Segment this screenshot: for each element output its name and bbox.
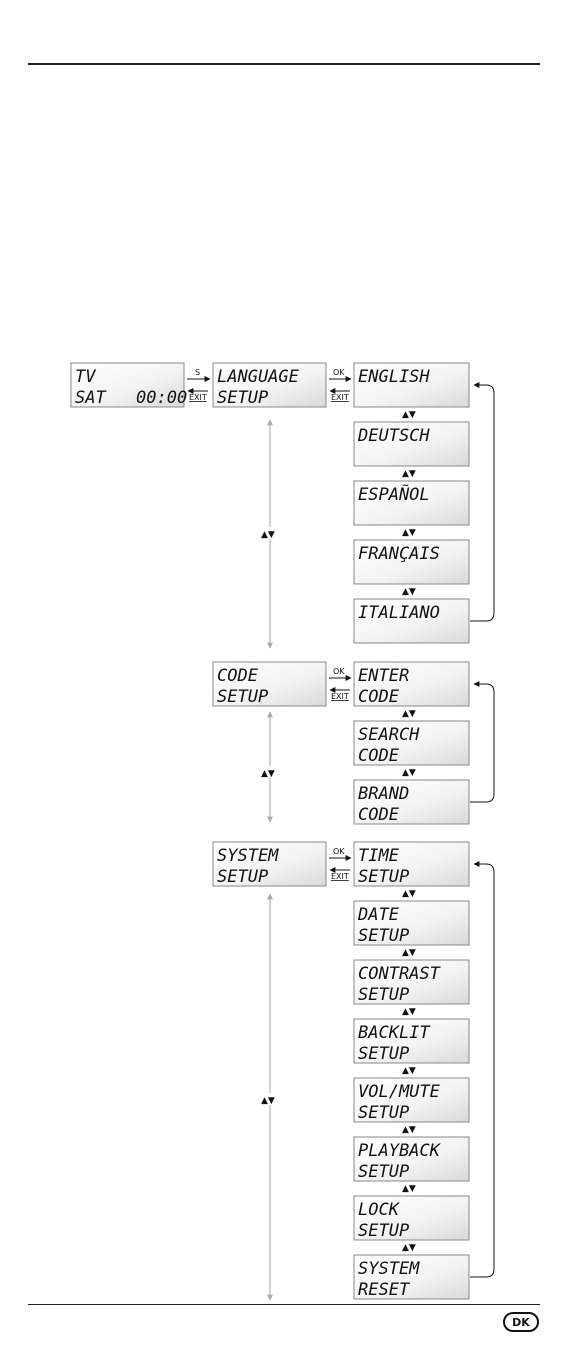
- submenu-language-item-line1: DEUTSCH: [357, 426, 430, 446]
- exit-label: EXIT: [189, 393, 207, 402]
- submenu-language-item-line1: FRANÇAIS: [358, 544, 440, 564]
- exit-label: EXIT: [331, 872, 349, 881]
- menu-code-lcd-line1: CODE: [217, 666, 259, 686]
- exit-label: EXIT: [331, 692, 349, 701]
- menus-layer: LANGUAGESETUPOKEXITENGLISH▲▼DEUTSCH▲▼ESP…: [212, 362, 495, 1300]
- s-label: S: [195, 368, 200, 377]
- submenu-system-item-line2: SETUP: [358, 1162, 409, 1182]
- updown-label: ▲▼: [402, 528, 416, 538]
- updown-label: ▲▼: [402, 1184, 416, 1194]
- start-line2b: 00:00: [136, 388, 187, 408]
- submenu-language-item-line1: ESPAÑOL: [358, 483, 430, 505]
- loop-back-arrow: [470, 861, 495, 1278]
- updown-label: ▲▼: [402, 1243, 416, 1253]
- submenu-system-item-line2: SETUP: [358, 926, 409, 946]
- submenu-system-item-line1: CONTRAST: [358, 964, 442, 984]
- submenu-code-item-line2: CODE: [358, 687, 400, 707]
- submenu-system-item-line2: SETUP: [358, 1221, 409, 1241]
- updown-label: ▲▼: [402, 469, 416, 479]
- submenu-system-item-line1: BACKLIT: [358, 1023, 431, 1043]
- menu-code-lcd-line2: SETUP: [217, 687, 268, 707]
- ok-label: OK: [333, 667, 345, 676]
- submenu-language-item-line1: ENGLISH: [358, 367, 430, 387]
- submenu-system-item-line1: VOL/MUTE: [358, 1082, 441, 1102]
- start-language-arrows: S EXIT: [187, 368, 211, 402]
- menu-code: CODESETUPOKEXITENTERCODE▲▼SEARCHCODE▲▼BR…: [212, 661, 495, 825]
- submenu-system-item-line2: RESET: [358, 1280, 411, 1300]
- menu-language-lcd-line2: SETUP: [217, 388, 268, 408]
- top-rule: [28, 63, 540, 65]
- submenu-code-item-line1: ENTER: [358, 666, 409, 686]
- updown-label: ▲▼: [402, 709, 416, 719]
- updown-label: ▲▼: [402, 1007, 416, 1017]
- start-line2a: SAT: [75, 388, 107, 408]
- updown-label: ▲▼: [402, 889, 416, 899]
- submenu-language-item-line1: ITALIANO: [358, 603, 440, 623]
- submenu-system-item-line2: SETUP: [358, 985, 409, 1005]
- ok-label: OK: [333, 368, 345, 377]
- loop-back-arrow: [470, 681, 495, 803]
- updown-label: ▲▼: [261, 1096, 275, 1106]
- submenu-code-item-line1: BRAND: [358, 784, 409, 804]
- exit-label: EXIT: [331, 393, 349, 402]
- updown-label: ▲▼: [402, 1066, 416, 1076]
- start-screen-lcd: TV SAT 00:00: [70, 362, 187, 408]
- menu-connectors: ▲▼ ▲▼ ▲▼: [258, 419, 282, 1301]
- updown-label: ▲▼: [402, 768, 416, 778]
- submenu-system-item-line1: SYSTEM: [358, 1259, 420, 1279]
- ok-label: OK: [333, 847, 345, 856]
- submenu-system-item-line1: PLAYBACK: [358, 1141, 442, 1161]
- submenu-system-item-line2: SETUP: [358, 867, 409, 887]
- updown-label: ▲▼: [261, 769, 275, 779]
- submenu-system-item-line1: TIME: [358, 846, 400, 866]
- menu-system: SYSTEMSETUPOKEXITTIMESETUP▲▼DATESETUP▲▼C…: [212, 841, 495, 1300]
- submenu-code-item-line2: CODE: [358, 746, 400, 766]
- loop-back-arrow: [470, 382, 495, 622]
- submenu-language-item: DEUTSCH: [353, 421, 470, 467]
- submenu-system-item-line1: LOCK: [358, 1200, 401, 1220]
- submenu-language-item: FRANÇAIS: [353, 539, 470, 585]
- menu-language-lcd-line1: LANGUAGE: [217, 367, 300, 387]
- submenu-code-item-line2: CODE: [358, 805, 400, 825]
- submenu-system-item-line2: SETUP: [358, 1103, 409, 1123]
- submenu-code-item-line1: SEARCH: [358, 725, 420, 745]
- menu-system-lcd-line1: SYSTEM: [217, 846, 279, 866]
- updown-label: ▲▼: [402, 1125, 416, 1135]
- updown-label: ▲▼: [261, 530, 275, 540]
- menu-system-lcd-line2: SETUP: [217, 867, 268, 887]
- submenu-language-item: ITALIANO: [353, 598, 470, 644]
- updown-label: ▲▼: [402, 587, 416, 597]
- updown-label: ▲▼: [402, 410, 416, 420]
- updown-label: ▲▼: [402, 948, 416, 958]
- language-badge: DK: [503, 1312, 539, 1332]
- start-line1: TV: [75, 367, 96, 387]
- bottom-rule: [28, 1304, 540, 1305]
- submenu-system-item-line1: DATE: [357, 905, 400, 925]
- submenu-language-item: ENGLISH: [353, 362, 470, 408]
- submenu-language-item: ESPAÑOL: [353, 480, 470, 526]
- submenu-system-item-line2: SETUP: [358, 1044, 409, 1064]
